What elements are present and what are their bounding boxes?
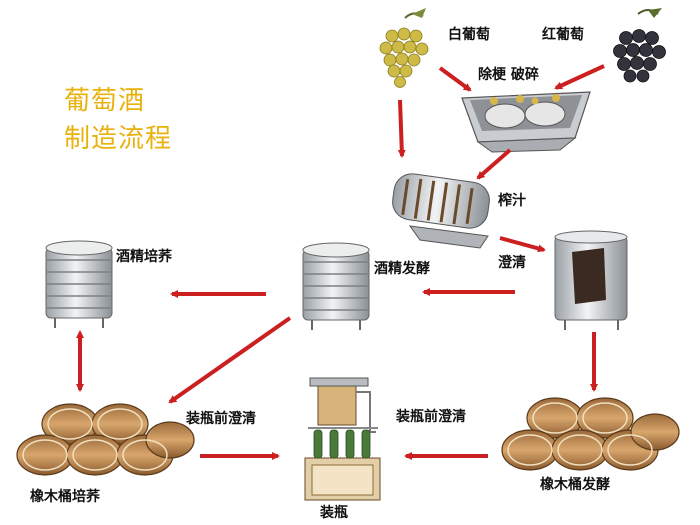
arrow-red-grape-to-crusher <box>554 64 605 90</box>
label-oak-culture: 橡木桶培荞 <box>30 489 100 505</box>
wine-press-icon <box>392 173 490 249</box>
white-grape-icon <box>379 8 429 88</box>
red-grape-icon <box>613 8 666 83</box>
arrow-crusher-to-press <box>476 148 512 180</box>
arrow-ferment-to-oak-culture <box>168 316 292 404</box>
label-press: 榨汁 <box>498 193 526 209</box>
label-oak-ferment: 橡木桶发酵 <box>540 477 610 493</box>
label-pre-bottle-clarify-right: 装瓶前澄清 <box>396 409 466 425</box>
arrow-press-to-clarify <box>499 236 546 253</box>
label-red-grape: 红葡萄 <box>542 27 584 43</box>
arrow-white-grape-to-crusher <box>438 66 472 92</box>
fermentation-tank-icon <box>302 242 370 330</box>
label-alcohol-ferment: 酒精发酵 <box>374 261 430 277</box>
culture-tank-icon <box>45 240 113 328</box>
oak-barrels-left-icon <box>16 403 195 476</box>
label-alcohol-culture: 酒精培荞 <box>116 249 172 265</box>
destemmer-crusher-icon <box>461 91 591 153</box>
bottling-machine-icon <box>304 377 381 501</box>
flow-arrows <box>76 64 605 460</box>
title-line-1: 葡萄酒 <box>64 86 146 116</box>
label-clarify: 澄清 <box>498 255 526 271</box>
title-line-2: 制造流程 <box>64 124 173 154</box>
clarification-tank-icon <box>554 230 628 330</box>
oak-barrels-right-icon <box>501 397 680 471</box>
label-pre-bottle-clarify-left: 装瓶前澄清 <box>186 411 256 427</box>
arrow-white-grape-to-press <box>397 99 406 158</box>
label-white-grape: 白葡萄 <box>448 27 490 43</box>
label-bottling: 装瓶 <box>320 505 348 521</box>
label-destem-crush: 除梗 破碎 <box>478 67 539 83</box>
